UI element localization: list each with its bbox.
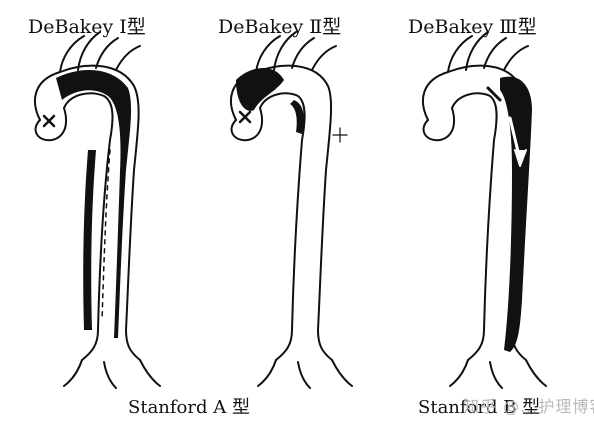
aorta-debakey-3 [421,31,547,389]
stanford-a-label: Stanford A 型 [128,397,250,418]
aorta-debakey-1 [33,31,161,389]
debakey-3-label: DeBakey Ⅲ型 [408,16,537,38]
debakey-1-label: DeBakey Ⅰ型 [28,16,146,38]
aorta-debakey-2 [229,31,353,389]
debakey-2-label: DeBakey Ⅱ型 [218,16,342,38]
watermark-text: 知乎 @...护理博客 [463,397,594,416]
stanford-b-label: Stanford B 型 [418,397,541,418]
